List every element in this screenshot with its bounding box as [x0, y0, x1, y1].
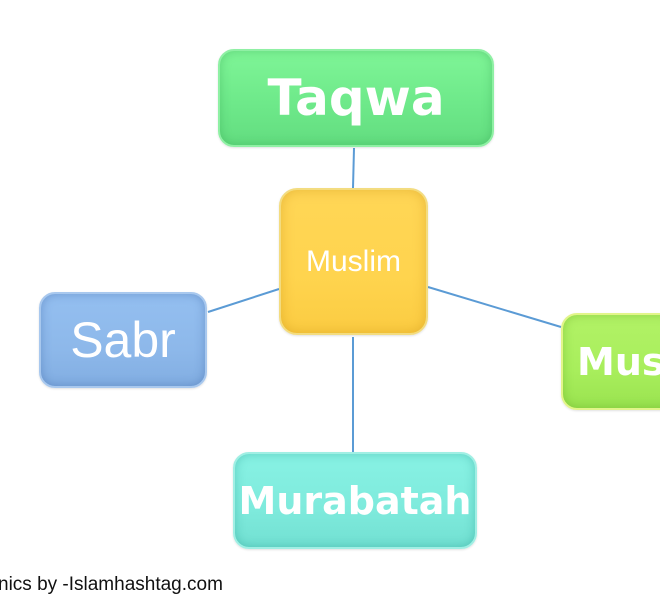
- node-musa: Musa: [561, 313, 660, 410]
- credit-text: nics by -Islamhashtag.com: [0, 574, 223, 595]
- node-taqwa: Taqwa: [218, 49, 494, 147]
- node-label: Murabatah: [238, 478, 472, 523]
- node-sabr: Sabr: [39, 292, 207, 388]
- node-label: Musa: [577, 339, 660, 384]
- node-muslim-center: Muslim: [279, 188, 428, 335]
- node-label: Taqwa: [267, 69, 445, 127]
- node-label: Muslim: [306, 244, 401, 278]
- connector-muslim-musa: [427, 286, 562, 328]
- node-murabatah: Murabatah: [233, 452, 477, 549]
- connector-muslim-sabr: [207, 288, 280, 313]
- connector-muslim-taqwa: [352, 147, 355, 189]
- node-label: Sabr: [70, 312, 176, 368]
